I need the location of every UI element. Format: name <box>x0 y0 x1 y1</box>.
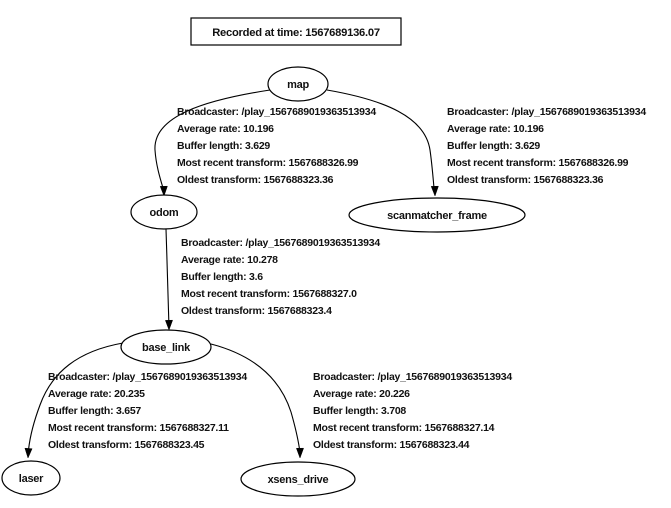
arrowhead-laser <box>24 447 33 459</box>
recorded-time-box: Recorded at time: 1567689136.07 <box>190 17 402 46</box>
edge-line: Oldest transform: 1567688323.44 <box>313 439 470 451</box>
edge-map-odom <box>154 89 271 197</box>
node-map-label: map <box>287 79 309 91</box>
edge-label-odom-base-link: Broadcaster: /play_1567689019363513934 A… <box>181 237 381 317</box>
edge-line: Most recent transform: 1567688326.99 <box>447 157 629 169</box>
edge-line: Oldest transform: 1567688323.36 <box>177 174 334 186</box>
edge-label-base-link-laser: Broadcaster: /play_1567689019363513934 A… <box>48 371 248 451</box>
edge-line: Oldest transform: 1567688323.4 <box>181 305 332 317</box>
node-odom: odom <box>130 194 198 230</box>
arrowhead-base-link <box>165 319 173 331</box>
edge-line: Average rate: 10.278 <box>181 254 278 266</box>
node-scanmatcher-frame-ellipse <box>348 197 526 233</box>
edge-line: Buffer length: 3.657 <box>48 405 141 417</box>
node-scanmatcher-frame: scanmatcher_frame <box>348 197 526 233</box>
edge-line: Most recent transform: 1567688327.11 <box>48 422 229 434</box>
edge-line: Broadcaster: /play_1567689019363513934 <box>48 371 247 383</box>
node-base-link: base_link <box>120 329 212 365</box>
edge-odom-base-link <box>165 228 173 331</box>
node-odom-ellipse <box>130 194 198 230</box>
edge-line: Most recent transform: 1567688326.99 <box>177 157 359 169</box>
edge-line: Average rate: 10.196 <box>177 123 274 135</box>
edge-line: Average rate: 10.196 <box>447 123 544 135</box>
edge-label-map-scanmatcher-frame: Broadcaster: /play_1567689019363513934 A… <box>447 106 647 186</box>
node-xsens-drive: xsens_drive <box>240 461 356 497</box>
node-xsens-drive-label: xsens_drive <box>268 474 329 486</box>
edge-line: Buffer length: 3.629 <box>177 140 270 152</box>
edge-line: Average rate: 20.235 <box>48 388 145 400</box>
edge-line: Buffer length: 3.6 <box>181 271 263 283</box>
node-xsens-drive-ellipse <box>240 461 356 497</box>
recorded-time-border <box>190 17 402 46</box>
edge-line: Broadcaster: /play_1567689019363513934 <box>181 237 380 249</box>
node-base-link-label: base_link <box>142 342 191 354</box>
node-laser-ellipse <box>1 460 61 496</box>
node-laser: laser <box>1 460 61 496</box>
arrowhead-xsens-drive <box>296 447 304 459</box>
edge-line: Oldest transform: 1567688323.45 <box>48 439 205 451</box>
node-map-ellipse <box>267 66 329 102</box>
node-scanmatcher-frame-label: scanmatcher_frame <box>387 210 487 222</box>
edge-line: Broadcaster: /play_1567689019363513934 <box>177 106 376 118</box>
node-base-link-ellipse <box>120 329 212 365</box>
edge-line: Most recent transform: 1567688327.14 <box>313 422 495 434</box>
edge-line: Buffer length: 3.708 <box>313 405 406 417</box>
edge-map-scanmatcher-frame <box>326 89 439 197</box>
edge-label-map-odom: Broadcaster: /play_1567689019363513934 A… <box>177 106 377 186</box>
node-map: map <box>267 66 329 102</box>
node-odom-label: odom <box>150 207 179 219</box>
edge-line: Oldest transform: 1567688323.36 <box>447 174 604 186</box>
edge-base-link-xsens-drive <box>210 343 304 459</box>
edge-line: Most recent transform: 1567688327.0 <box>181 288 357 300</box>
arrowhead-scanmatcher-frame <box>430 185 439 197</box>
edge-line: Buffer length: 3.629 <box>447 140 540 152</box>
recorded-time-label: Recorded at time: 1567689136.07 <box>212 27 380 39</box>
node-laser-label: laser <box>19 473 44 485</box>
edge-base-link-laser <box>24 342 124 459</box>
edge-label-base-link-xsens-drive: Broadcaster: /play_1567689019363513934 A… <box>313 371 513 451</box>
edge-line: Broadcaster: /play_1567689019363513934 <box>447 106 646 118</box>
edge-line: Average rate: 20.226 <box>313 388 410 400</box>
edge-line: Broadcaster: /play_1567689019363513934 <box>313 371 512 383</box>
arrowhead-odom <box>159 185 168 197</box>
